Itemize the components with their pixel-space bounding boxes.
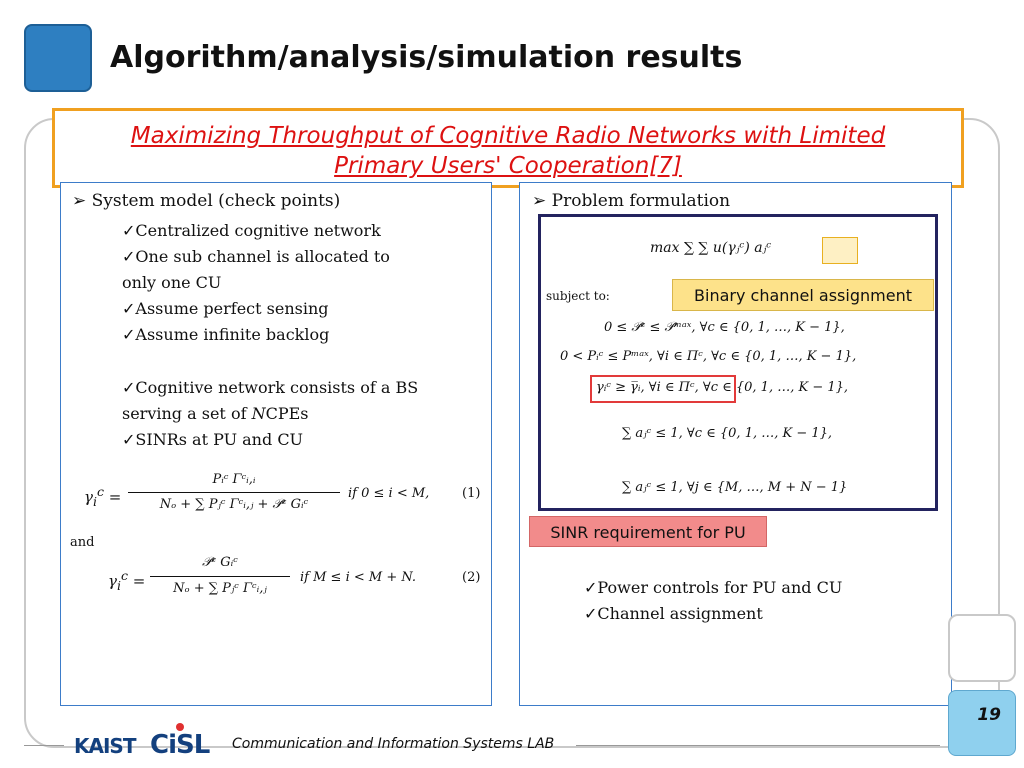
eq1-lhs: γic = [84, 484, 122, 509]
binary-variable-highlight [822, 237, 858, 264]
check-item-continued: serving a set of NCPEs [122, 404, 309, 423]
problem-formulation-heading: ➢ Problem formulation [532, 191, 730, 211]
check-item-continued: only one CU [122, 273, 222, 292]
system-model-heading-text: System model (check points) [91, 191, 341, 211]
check-item: ✓Channel assignment [584, 604, 763, 623]
eq1-condition: if 0 ≤ i < M, [348, 486, 430, 501]
system-model-panel [60, 182, 492, 706]
check-item: ✓Cognitive network consists of a BS [122, 378, 419, 397]
constraint-1: 0 ≤ 𝒫ᶜ ≤ 𝒫ᵐᵃˣ, ∀c ∈ {0, 1, …, K − 1}, [604, 320, 845, 335]
footer-divider-left [24, 745, 64, 746]
eq2-fraction-bar [150, 576, 290, 577]
objective-function: max ∑ ∑ u(γⱼᶜ) aⱼᶜ [650, 240, 772, 256]
eq2-denominator: Nₒ + ∑ Pⱼᶜ Γᶜᵢ,ⱼ [173, 581, 267, 596]
footer-divider [576, 745, 940, 746]
binary-channel-callout: Binary channel assignment [672, 279, 934, 311]
eq1-tag: (1) [462, 486, 481, 501]
constraint-5: ∑ aⱼᶜ ≤ 1, ∀j ∈ {M, …, M + N − 1} [622, 480, 848, 495]
constraint-4: ∑ aⱼᶜ ≤ 1, ∀c ∈ {0, 1, …, K − 1}, [622, 426, 833, 441]
check-item: ✓Assume perfect sensing [122, 299, 329, 318]
side-decoration-box [948, 614, 1016, 682]
eq1-numerator: Pᵢᶜ Γᶜᵢ,ᵢ [212, 472, 256, 487]
constraint-2: 0 < Pᵢᶜ ≤ Pᵐᵃˣ, ∀i ∈ Πᶜ, ∀c ∈ {0, 1, …, … [560, 349, 857, 364]
check-item: ✓One sub channel is allocated to [122, 247, 390, 266]
system-model-heading: ➢ System model (check points) [72, 191, 340, 211]
and-text: and [70, 535, 95, 550]
footer-lab-name: Communication and Information Systems LA… [232, 736, 555, 752]
check-item: ✓Centralized cognitive network [122, 221, 381, 240]
eq2-tag: (2) [462, 570, 481, 585]
cisl-logo: CiSL [150, 730, 210, 760]
eq1-denominator: Nₒ + ∑ Pⱼᶜ Γᶜᵢ,ⱼ + 𝒫ᶜ Gᵢᶜ [159, 497, 309, 512]
eq2-lhs: γic = [108, 568, 146, 593]
sinr-requirement-callout: SINR requirement for PU [529, 516, 767, 547]
constraint-3: γᵢᶜ ≥ γ̅ᵢ, ∀i ∈ Πᶜ, ∀c ∈ {0, 1, …, K − 1… [596, 380, 849, 395]
arrow-bullet-icon: ➢ [72, 191, 87, 211]
check-item: ✓SINRs at PU and CU [122, 430, 304, 449]
eq1-fraction-bar [128, 492, 340, 493]
eq2-numerator: 𝒫ᶜ Gᵢᶜ [202, 555, 238, 570]
page-number: 19 [948, 690, 1016, 756]
paper-title-line2: Primary Users' Cooperation[7] [334, 153, 682, 179]
paper-title-line1: Maximizing Throughput of Cognitive Radio… [130, 123, 886, 149]
title-square-icon [24, 24, 92, 92]
sinr-constraint-highlight [590, 375, 736, 403]
kaist-logo: KAIST [74, 734, 136, 758]
paper-title-box: Maximizing Throughput of Cognitive Radio… [52, 108, 964, 188]
subject-to-label: subject to: [546, 289, 610, 303]
cisl-logo-dot-icon [176, 723, 184, 731]
check-item: ✓Assume infinite backlog [122, 325, 330, 344]
check-item: ✓Power controls for PU and CU [584, 578, 843, 597]
problem-formulation-heading-text: Problem formulation [551, 191, 731, 211]
arrow-bullet-icon: ➢ [532, 191, 547, 211]
eq2-condition: if M ≤ i < M + N. [300, 570, 417, 585]
slide-title: Algorithm/analysis/simulation results [110, 40, 743, 75]
optimization-problem-box [538, 214, 938, 511]
